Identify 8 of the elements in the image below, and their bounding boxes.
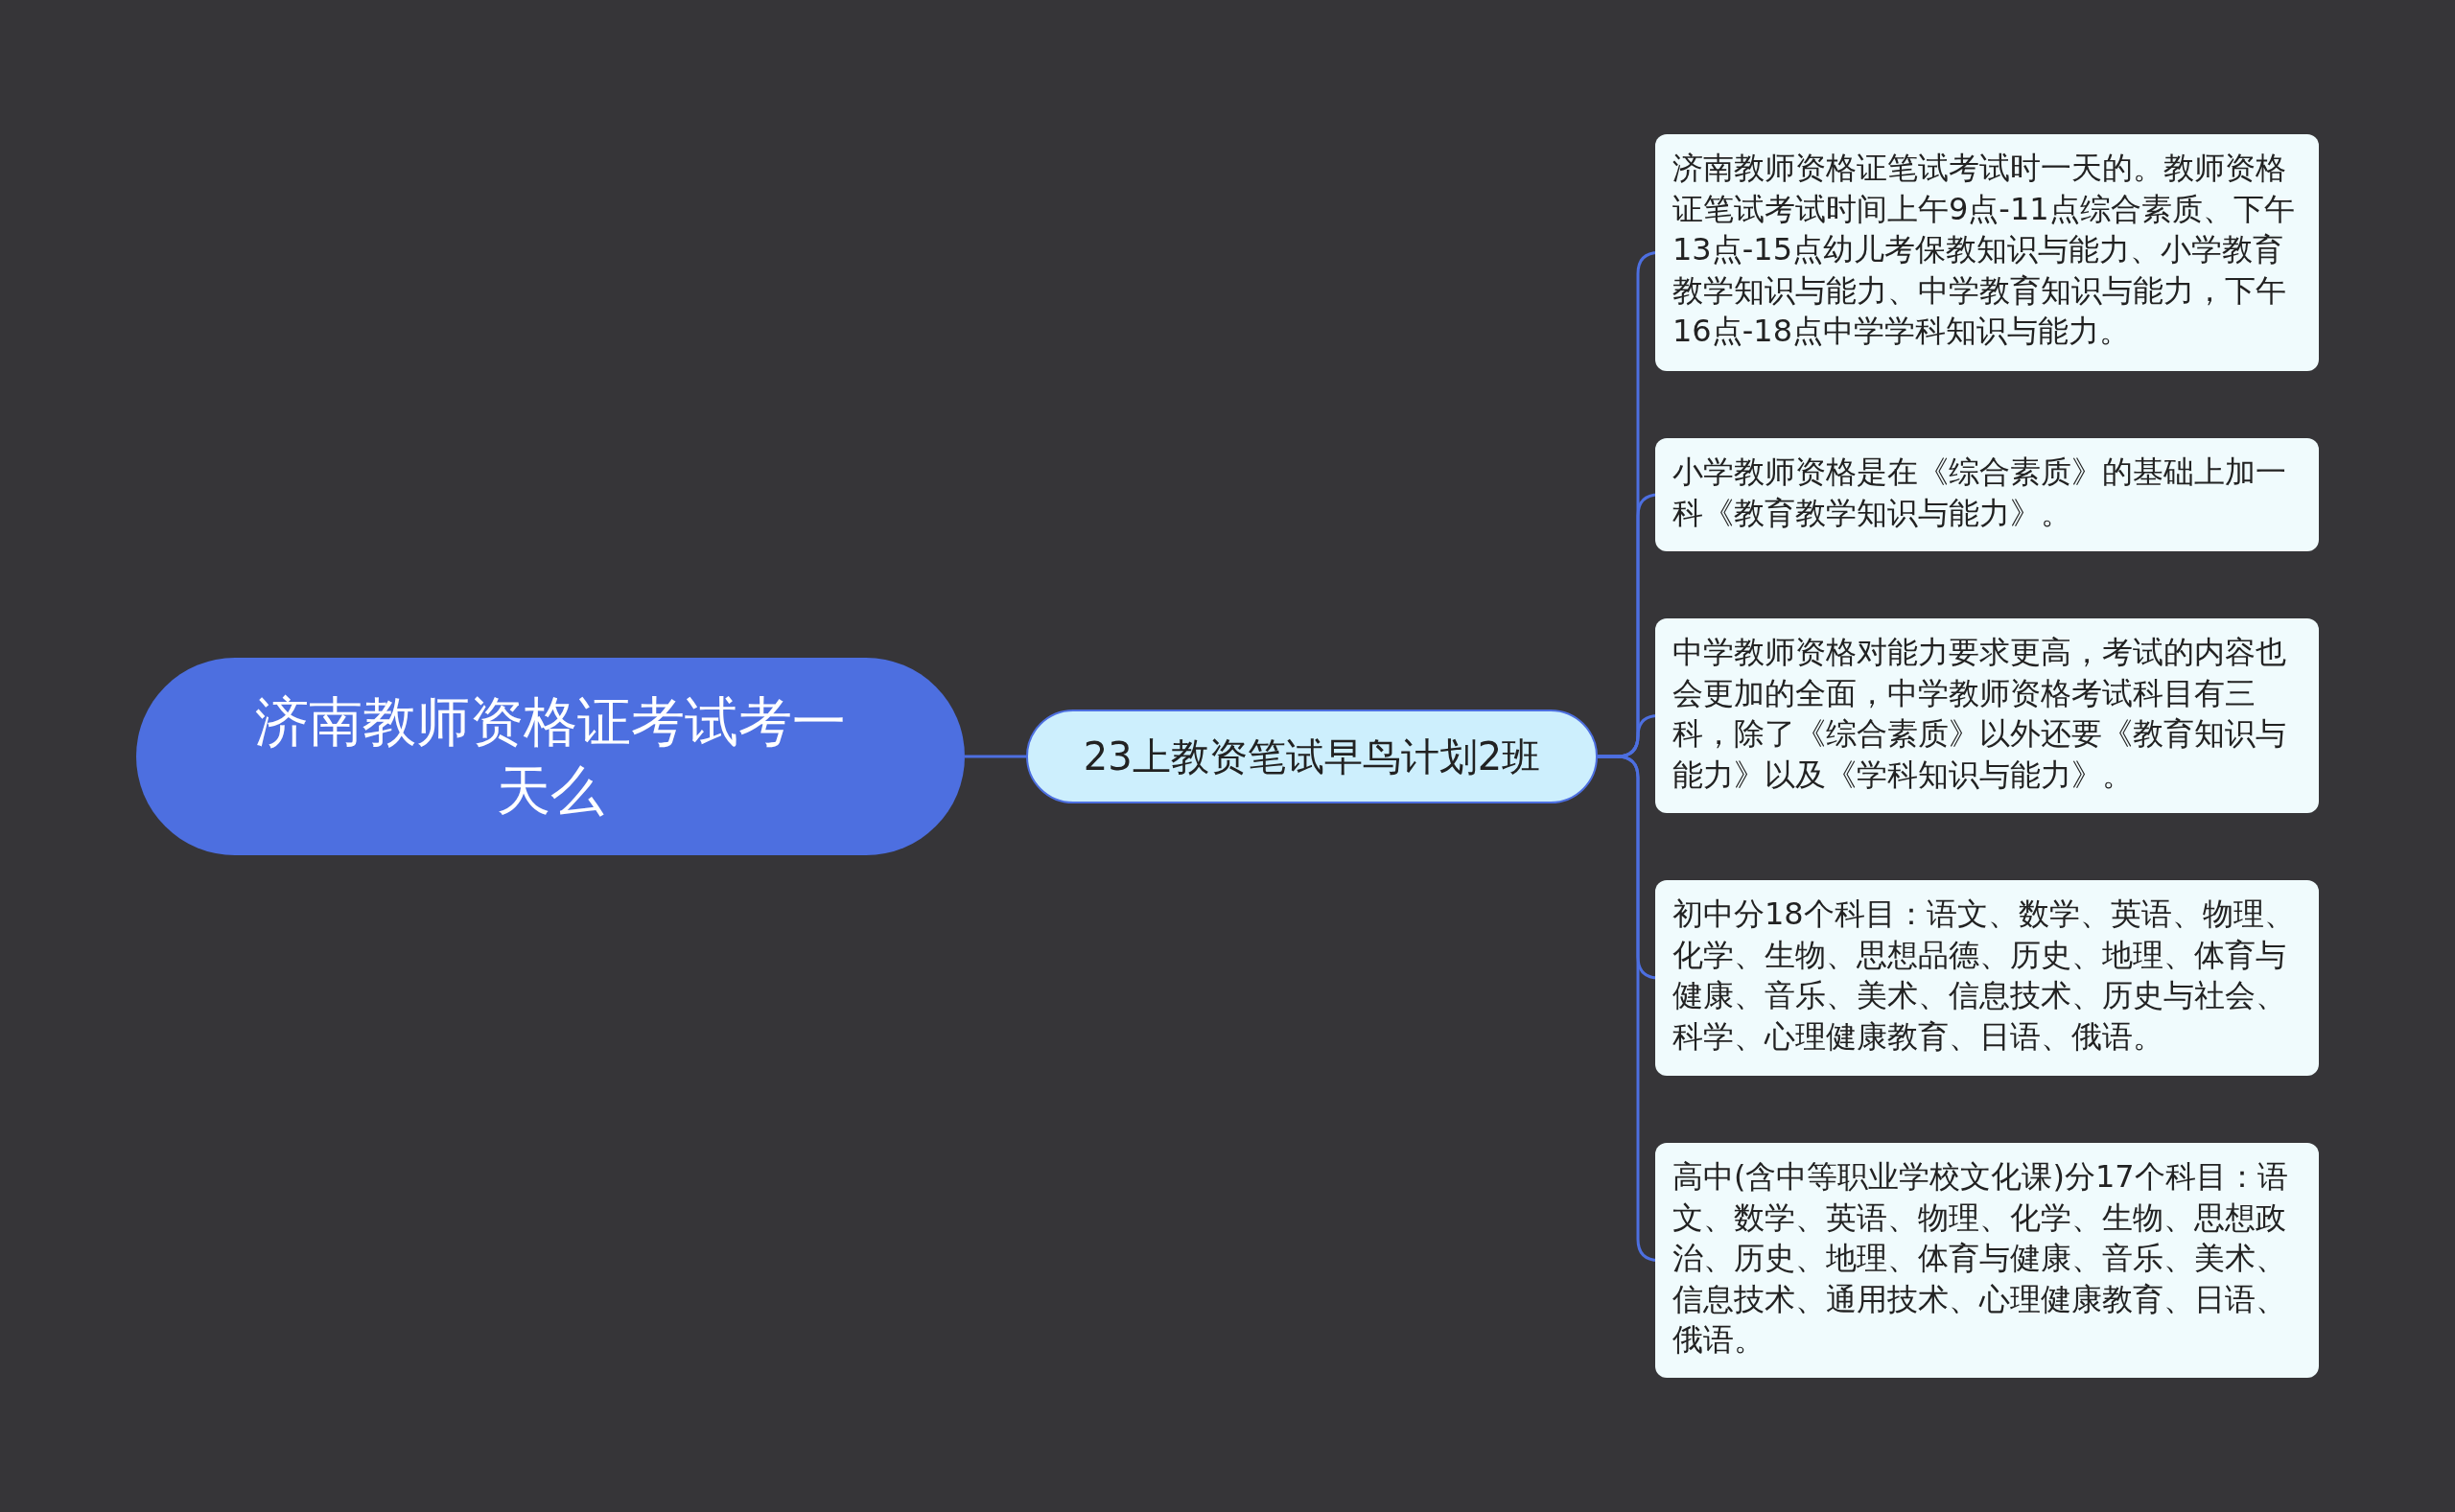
note-box: 初中分18个科目：语文、数学、英语、物理、化学、生物、思想品德、历史、地理、体育与健康、音乐、美术、信息技术、历史与社会、科学、心理健康教育、日语、俄语。 [1655, 880, 2319, 1076]
topic-pill: 济南教师资格证考试考一天么 [136, 658, 965, 855]
note-box: 济南教师资格证笔试考试时一天的。教师资格证笔试考试时间上午9点-11点综合素质、下午13点-15点幼儿考保教知识与能力、小学教育教学知识与能力、中学教育知识与能力，下午16点-18点中学学科知识与能力。 [1655, 134, 2319, 371]
note-box: 高中(含中等职业学校文化课)分17个科目：语文、数学、英语、物理、化学、生物、思想政治、历史、地理、体育与健康、音乐、美术、信息技术、通用技术、心理健康教育、日语、俄语。 [1655, 1143, 2319, 1378]
note-box: 中学教师资格对能力要求更高，考试的内容也会更加的全面，中学教师资格考试科目有三科，除了《综合素质》以外还要《教育知识与能力》以及《学科知识与能力》。 [1655, 618, 2319, 813]
note-box: 小学教师资格是在《综合素质》的基础上加一科《教育教学知识与能力》。 [1655, 438, 2319, 551]
connector-line [965, 755, 1026, 758]
subtopic-pill: 23上教资笔试早鸟计划2班 [1026, 709, 1598, 803]
